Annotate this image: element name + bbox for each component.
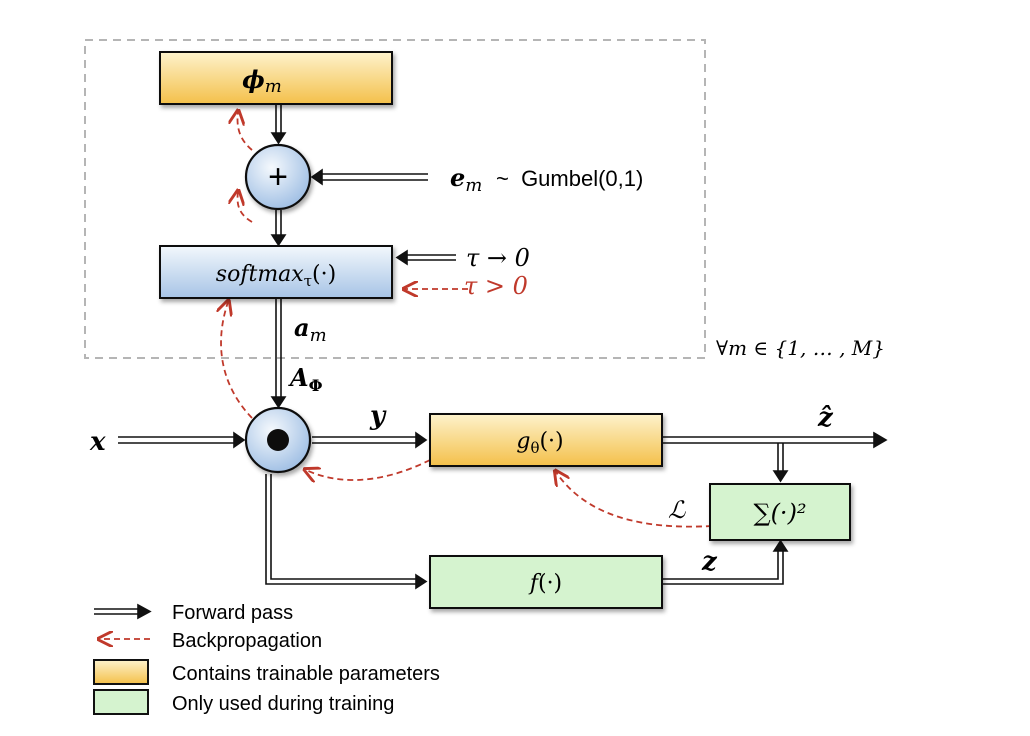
tau-positive-label: τ > 0	[464, 272, 528, 300]
y-label: y	[369, 401, 387, 431]
x-label: x	[89, 427, 106, 457]
hadamard-operator	[244, 406, 312, 474]
legend: Forward pass Backpropagation Contains tr…	[93, 602, 440, 715]
phi-box	[159, 51, 393, 105]
loss-box-label: ∑(·)²	[753, 499, 806, 527]
legend-backprop-label: Backpropagation	[172, 630, 322, 652]
gumbel-label: ~ Gumbel(0,1)	[496, 166, 643, 191]
A-phi-label: AΦ	[288, 363, 323, 395]
legend-trainable-swatch	[93, 659, 149, 685]
phi-label: ϕm	[242, 65, 282, 97]
legend-forward-icon	[94, 603, 152, 620]
loss-box	[709, 483, 851, 541]
softmax-box	[159, 245, 393, 299]
g-theta-label: gθ(·)	[516, 429, 563, 457]
plus-operator	[244, 143, 312, 211]
f-box	[429, 555, 663, 609]
repeat-region-box	[84, 39, 706, 359]
z-hat-label: ẑ	[817, 403, 834, 433]
tau-to-zero-label: τ → 0	[466, 244, 530, 272]
forward-arrows	[118, 105, 888, 590]
forall-label: ∀m ∈ {1, … , M}	[716, 336, 885, 360]
softmax-label: softmaxτ(·)	[216, 262, 336, 290]
e-label: em	[450, 163, 482, 196]
legend-trainable-label: Contains trainable parameters	[172, 663, 440, 685]
loss-label: ℒ	[668, 496, 686, 524]
plus-sign: +	[268, 158, 288, 196]
legend-training-only-label: Only used during training	[172, 693, 394, 715]
g-theta-box	[429, 413, 663, 467]
backprop-arrows	[221, 112, 713, 528]
f-label: f(·)	[528, 571, 562, 596]
z-label: z	[701, 547, 718, 577]
a-m-label: am	[294, 313, 327, 346]
legend-training-only-swatch	[93, 689, 149, 715]
legend-forward-label: Forward pass	[172, 602, 293, 624]
